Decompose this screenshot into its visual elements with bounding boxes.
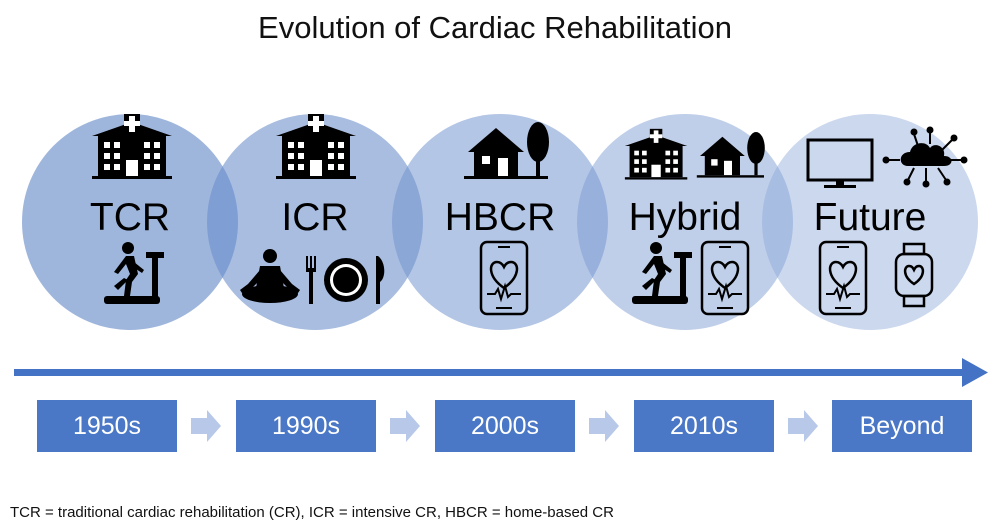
era-label-icr: ICR	[281, 196, 349, 239]
era-circle-future	[762, 114, 978, 330]
era-label-tcr: TCR	[89, 196, 171, 239]
decade-box-2000s: 2000s	[435, 400, 575, 452]
decade-box-beyond: Beyond	[832, 400, 972, 452]
timeline-arrow	[14, 358, 988, 387]
timeline-chevrons	[191, 410, 818, 442]
page-title: Evolution of Cardiac Rehabilitation	[258, 10, 732, 45]
decade-box-2010s: 2010s	[634, 400, 774, 452]
era-label-future: Future	[813, 196, 927, 239]
decade-box-1990s: 1990s	[236, 400, 376, 452]
decade-box-1950s: 1950s	[37, 400, 177, 452]
footnote: TCR = traditional cardiac rehabilitation…	[10, 504, 614, 521]
era-label-hybrid: Hybrid	[628, 196, 742, 239]
era-label-hbcr: HBCR	[444, 196, 556, 239]
era-circle-hbcr	[392, 114, 608, 330]
era-circle-tcr	[22, 114, 238, 330]
